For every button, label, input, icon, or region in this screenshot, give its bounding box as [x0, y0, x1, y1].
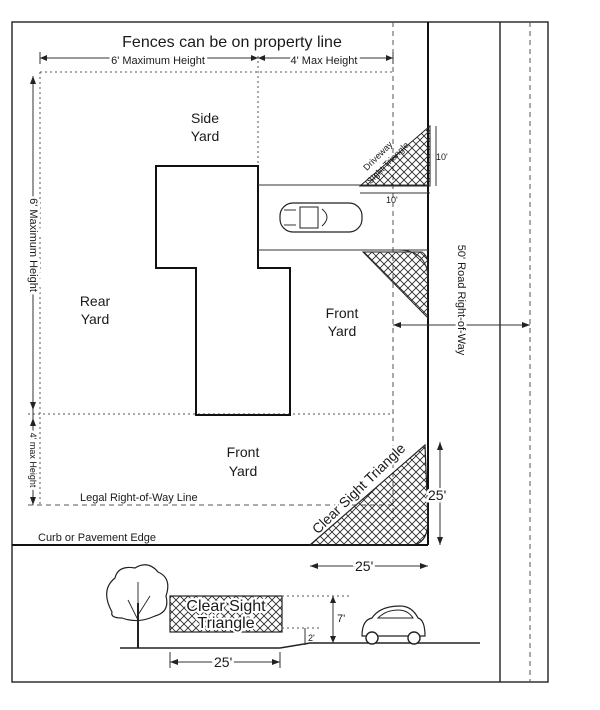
elev-2-label: 2': [308, 633, 315, 643]
diagram-title: Fences can be on property line: [122, 34, 342, 51]
sight-dim-v-label: 25': [428, 487, 446, 503]
clear-sight-triangle: [308, 443, 429, 546]
side-yard-label-1: Side: [191, 110, 219, 126]
drive-dim-h-label: 10': [386, 195, 398, 205]
curb-corner-upper: [397, 249, 429, 281]
sight-dim-h-label: 25': [355, 558, 373, 574]
front-yard-bottom-label-2: Yard: [229, 463, 258, 479]
elev-7-label: 7': [337, 613, 345, 625]
drawing-border: [11, 21, 549, 683]
side-yard-label-2: Yard: [191, 128, 220, 144]
elevation-box-label-2: Triangle: [197, 615, 254, 632]
elevation-box-label-1: Clear Sight: [186, 598, 266, 615]
side-height-label: 6' Maximum Height: [27, 198, 39, 292]
front-yard-bottom-label-1: Front: [227, 444, 260, 460]
house-footprint: [155, 165, 291, 416]
car-top-view: [279, 202, 363, 233]
elevation-sight-box: [169, 595, 283, 633]
front-yard-right-label-2: Yard: [328, 323, 357, 339]
curb-label: Curb or Pavement Edge: [38, 532, 156, 544]
road-profile: [279, 642, 480, 649]
driveway-sight-triangle-lower: [361, 251, 429, 320]
road-row-label: 50' Road Right-of-Way: [455, 245, 467, 356]
tree-icon: [106, 564, 169, 648]
rear-yard-label-2: Yard: [81, 311, 110, 327]
left-arrowheads: [30, 76, 36, 505]
elev-25-label: 25': [214, 654, 232, 670]
rear-yard-label-1: Rear: [80, 293, 111, 309]
legal-row-label: Legal Right-of-Way Line: [80, 492, 198, 504]
drive-dim-v-label: 10': [436, 152, 448, 162]
driveway-sight-triangle: [358, 124, 431, 187]
car-side-view: [361, 605, 426, 645]
front-height-label: 4' Max Height: [291, 55, 358, 67]
rear-height-label: 6' Maximum Height: [111, 55, 205, 67]
front-left-height-label: 4' max Height: [28, 433, 38, 488]
front-yard-right-label-1: Front: [326, 305, 359, 321]
